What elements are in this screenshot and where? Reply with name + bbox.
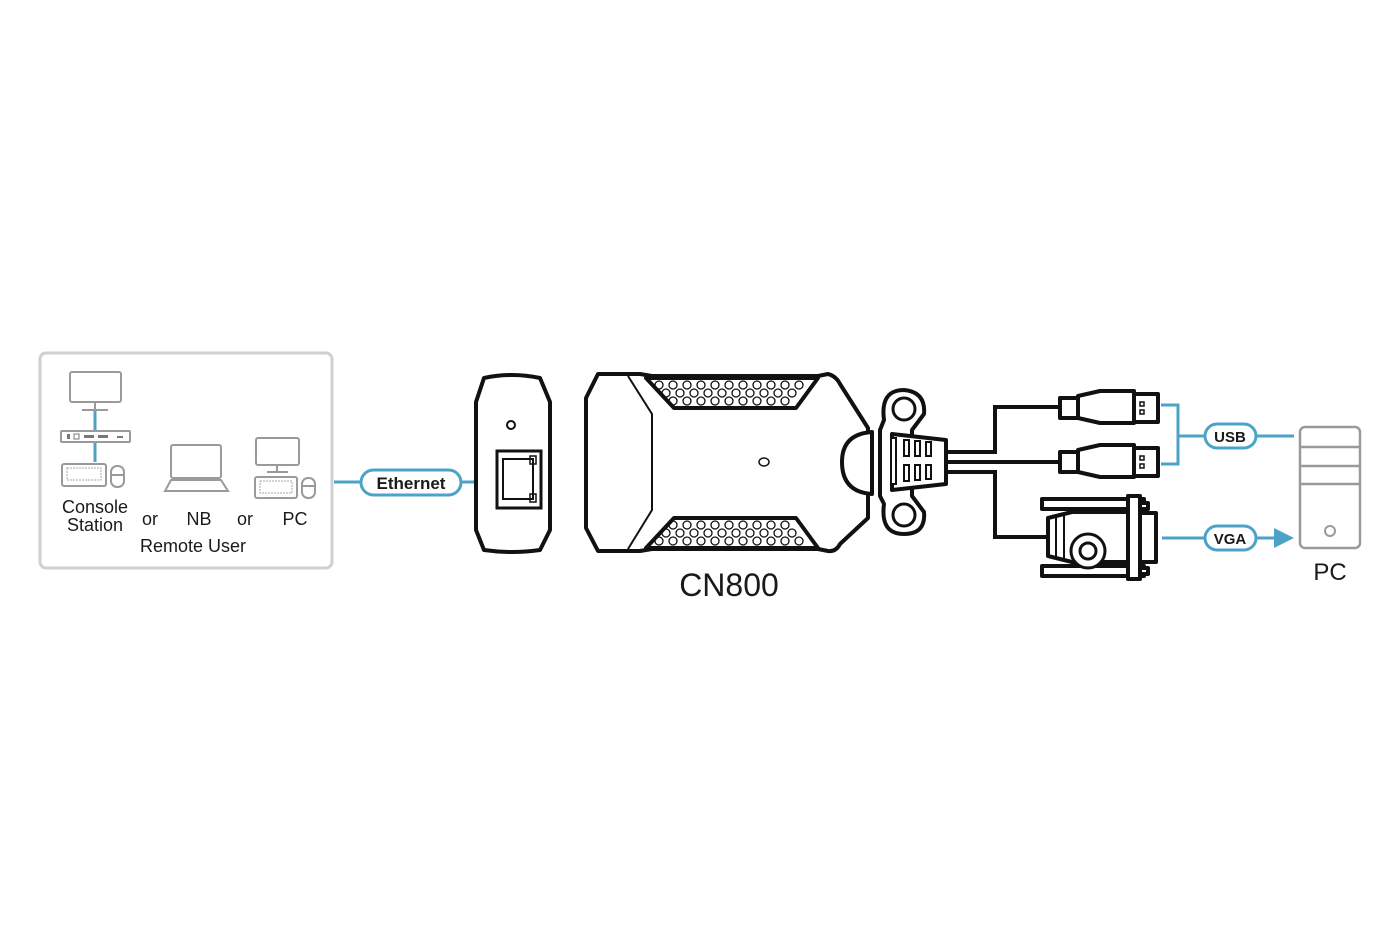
- vent-hole: [654, 380, 664, 390]
- vent-hole: [661, 528, 671, 538]
- vent-hole: [696, 380, 706, 390]
- vent-hole: [689, 528, 699, 538]
- vent-hole: [717, 528, 727, 538]
- or-label-1: or: [142, 509, 158, 529]
- vent-hole: [780, 536, 790, 546]
- laptop-icon: [163, 444, 230, 492]
- ethernet-port-end: [474, 373, 552, 554]
- vent-hole: [787, 528, 797, 538]
- vent-hole: [738, 536, 748, 546]
- vent-hole: [752, 520, 762, 530]
- vent-hole: [696, 536, 706, 546]
- vent-hole: [682, 396, 692, 406]
- ethernet-label: Ethernet: [377, 474, 446, 493]
- vent-hole: [752, 536, 762, 546]
- usb-label: USB: [1214, 429, 1246, 446]
- ethernet-link: Ethernet: [334, 468, 494, 497]
- nb-label: NB: [186, 509, 211, 529]
- console-station-label-line2: Station: [67, 515, 123, 535]
- vent-hole: [731, 388, 741, 398]
- vent-hole: [738, 520, 748, 530]
- vent-hole: [731, 528, 741, 538]
- vent-hole: [794, 380, 804, 390]
- console-station-icon: [60, 371, 131, 488]
- vent-hole: [724, 520, 734, 530]
- device-cables: [946, 405, 1062, 539]
- vga-label: VGA: [1214, 531, 1247, 548]
- cn800-device: [584, 372, 948, 554]
- console-station-label-line1: Console: [62, 497, 128, 517]
- vent-hole: [780, 380, 790, 390]
- vent-hole: [668, 520, 678, 530]
- vent-hole: [710, 396, 720, 406]
- vent-hole: [703, 528, 713, 538]
- vent-hole: [738, 380, 748, 390]
- vent-hole: [675, 388, 685, 398]
- usb-link: USB: [1161, 403, 1294, 466]
- vga-link: VGA: [1162, 524, 1294, 552]
- vent-hole: [752, 396, 762, 406]
- vent-hole: [724, 536, 734, 546]
- vent-hole: [682, 380, 692, 390]
- vent-hole: [766, 520, 776, 530]
- vent-hole: [717, 388, 727, 398]
- vent-hole: [766, 396, 776, 406]
- pc-icon: [254, 437, 316, 499]
- vent-hole: [654, 536, 664, 546]
- target-pc-label: PC: [1313, 559, 1346, 586]
- usb-plug-icon: [1058, 443, 1160, 479]
- vent-hole: [780, 396, 790, 406]
- vent-hole: [661, 388, 671, 398]
- vent-hole: [738, 396, 748, 406]
- vent-hole: [668, 396, 678, 406]
- vent-hole: [668, 536, 678, 546]
- vent-hole: [780, 520, 790, 530]
- pc-label: PC: [282, 509, 307, 529]
- vent-hole: [710, 520, 720, 530]
- vent-hole: [689, 388, 699, 398]
- usb-plug-icon: [1058, 389, 1160, 425]
- vent-hole: [794, 536, 804, 546]
- remote-user-label: Remote User: [140, 536, 246, 556]
- device-name-label: CN800: [679, 567, 779, 603]
- vent-hole: [710, 536, 720, 546]
- vent-hole: [703, 388, 713, 398]
- vent-hole: [773, 388, 783, 398]
- vent-hole: [773, 528, 783, 538]
- arrow-right-icon: [1274, 528, 1294, 548]
- vent-hole: [766, 380, 776, 390]
- vent-hole: [675, 528, 685, 538]
- vent-hole: [724, 396, 734, 406]
- remote-user-panel: Console Station or NB or PC Remote User: [38, 351, 334, 570]
- vent-hole: [759, 388, 769, 398]
- pc-tower-icon: [1298, 425, 1362, 550]
- vent-hole: [668, 380, 678, 390]
- vent-hole: [710, 380, 720, 390]
- vent-hole: [752, 380, 762, 390]
- vent-hole: [745, 528, 755, 538]
- or-label-2: or: [237, 509, 253, 529]
- vent-hole: [766, 536, 776, 546]
- vent-hole: [745, 388, 755, 398]
- vent-hole: [724, 380, 734, 390]
- vga-plug-icon: [1040, 494, 1158, 581]
- vent-hole: [759, 528, 769, 538]
- vent-hole: [696, 396, 706, 406]
- vent-hole: [787, 388, 797, 398]
- vent-hole: [696, 520, 706, 530]
- vent-hole: [682, 536, 692, 546]
- vent-hole: [682, 520, 692, 530]
